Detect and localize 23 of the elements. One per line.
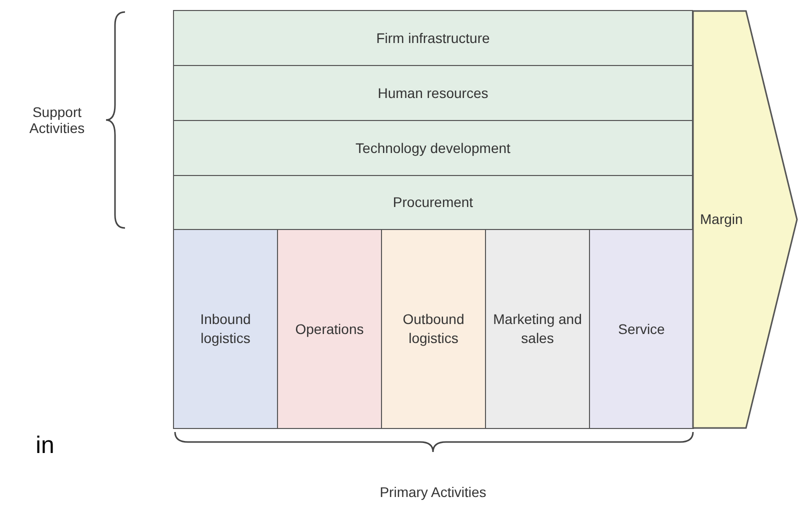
support-activity-bar: [173, 175, 693, 230]
primary-activity-column: [589, 229, 694, 429]
stray-text: in: [34, 432, 56, 460]
support-activity-bar: [173, 10, 693, 66]
support-activity-bar: [173, 65, 693, 121]
activity-label: Margin: [700, 210, 743, 229]
activity-label: Operations: [295, 320, 364, 338]
activity-label: Procurement: [392, 193, 474, 212]
activity-label: Inbound logistics: [199, 310, 252, 348]
bracket-label: Primary Activities: [378, 484, 488, 500]
activity-label: Outbound logistics: [402, 310, 466, 348]
support-activity-bar: [173, 120, 693, 176]
margin-arrow: [692, 10, 798, 429]
activity-label: Firm infrastructure: [376, 28, 490, 48]
activity-label: Human resources: [378, 84, 488, 102]
activity-label: Marketing and sales: [492, 310, 583, 348]
primary-activity-column: [381, 229, 486, 429]
activity-label: Technology development: [356, 138, 510, 158]
primary-activity-column: [277, 229, 382, 429]
activity-label: Service: [618, 320, 665, 338]
bracket-label: Support Activities: [28, 104, 86, 136]
primary-activity-column: [173, 229, 278, 429]
primary-activity-column: [485, 229, 590, 429]
